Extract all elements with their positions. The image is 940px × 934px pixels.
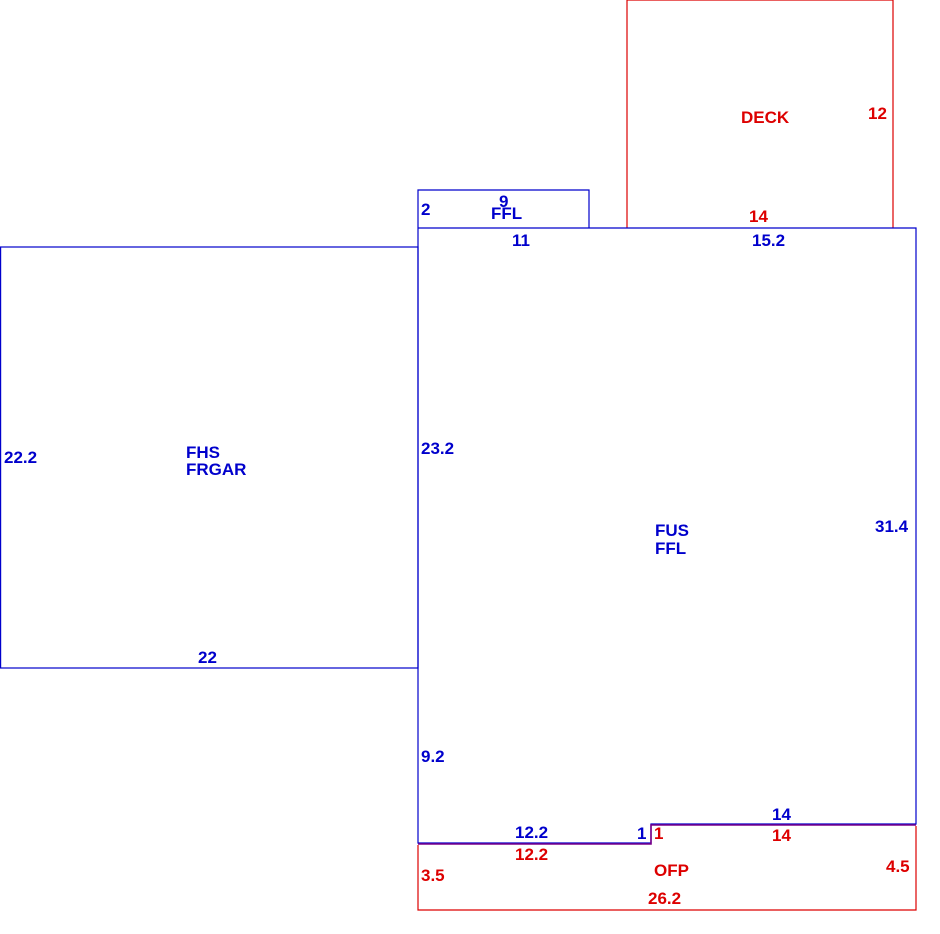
porch-dim-left: 3.5 <box>421 866 445 885</box>
bay-dim-top: 9 <box>499 192 508 211</box>
garage-code-1: FHS <box>186 443 220 462</box>
bay-dim-left: 2 <box>421 200 430 219</box>
bay-outline <box>417 189 590 228</box>
deck-outline <box>626 0 894 228</box>
house-code-2: FFL <box>655 539 686 558</box>
house-porch-shared-edge <box>418 824 916 845</box>
house-dim-left-upper: 23.2 <box>421 439 454 458</box>
deck-dim-right: 12 <box>868 104 887 123</box>
house-dim-top-left: 11 <box>512 231 530 250</box>
house-dim-right: 31.4 <box>875 517 909 536</box>
house-dim-bottom-right: 14 <box>772 805 791 824</box>
house-dim-left-lower: 9.2 <box>421 747 445 766</box>
porch-dim-top-right: 14 <box>772 826 791 845</box>
house-dim-step: 1 <box>637 824 646 843</box>
bay-code: FFL <box>491 204 522 223</box>
garage-dim-bottom: 22 <box>198 648 217 667</box>
deck-dim-bottom: 14 <box>749 207 768 226</box>
garage-code-2: FRGAR <box>186 460 246 479</box>
porch-outline <box>417 826 917 911</box>
deck-code: DECK <box>741 108 790 127</box>
porch-dim-bottom: 26.2 <box>648 889 681 908</box>
garage-dim-left: 22.2 <box>4 448 37 467</box>
house-outline <box>417 227 917 844</box>
house-dim-bottom-left: 12.2 <box>515 823 548 842</box>
house-code-1: FUS <box>655 521 689 540</box>
porch-code: OFP <box>654 861 689 880</box>
house-dim-top-right: 15.2 <box>752 231 785 250</box>
porch-dim-right: 4.5 <box>886 857 910 876</box>
porch-dim-top-left: 12.2 <box>515 845 548 864</box>
porch-dim-step: 1 <box>654 824 663 843</box>
